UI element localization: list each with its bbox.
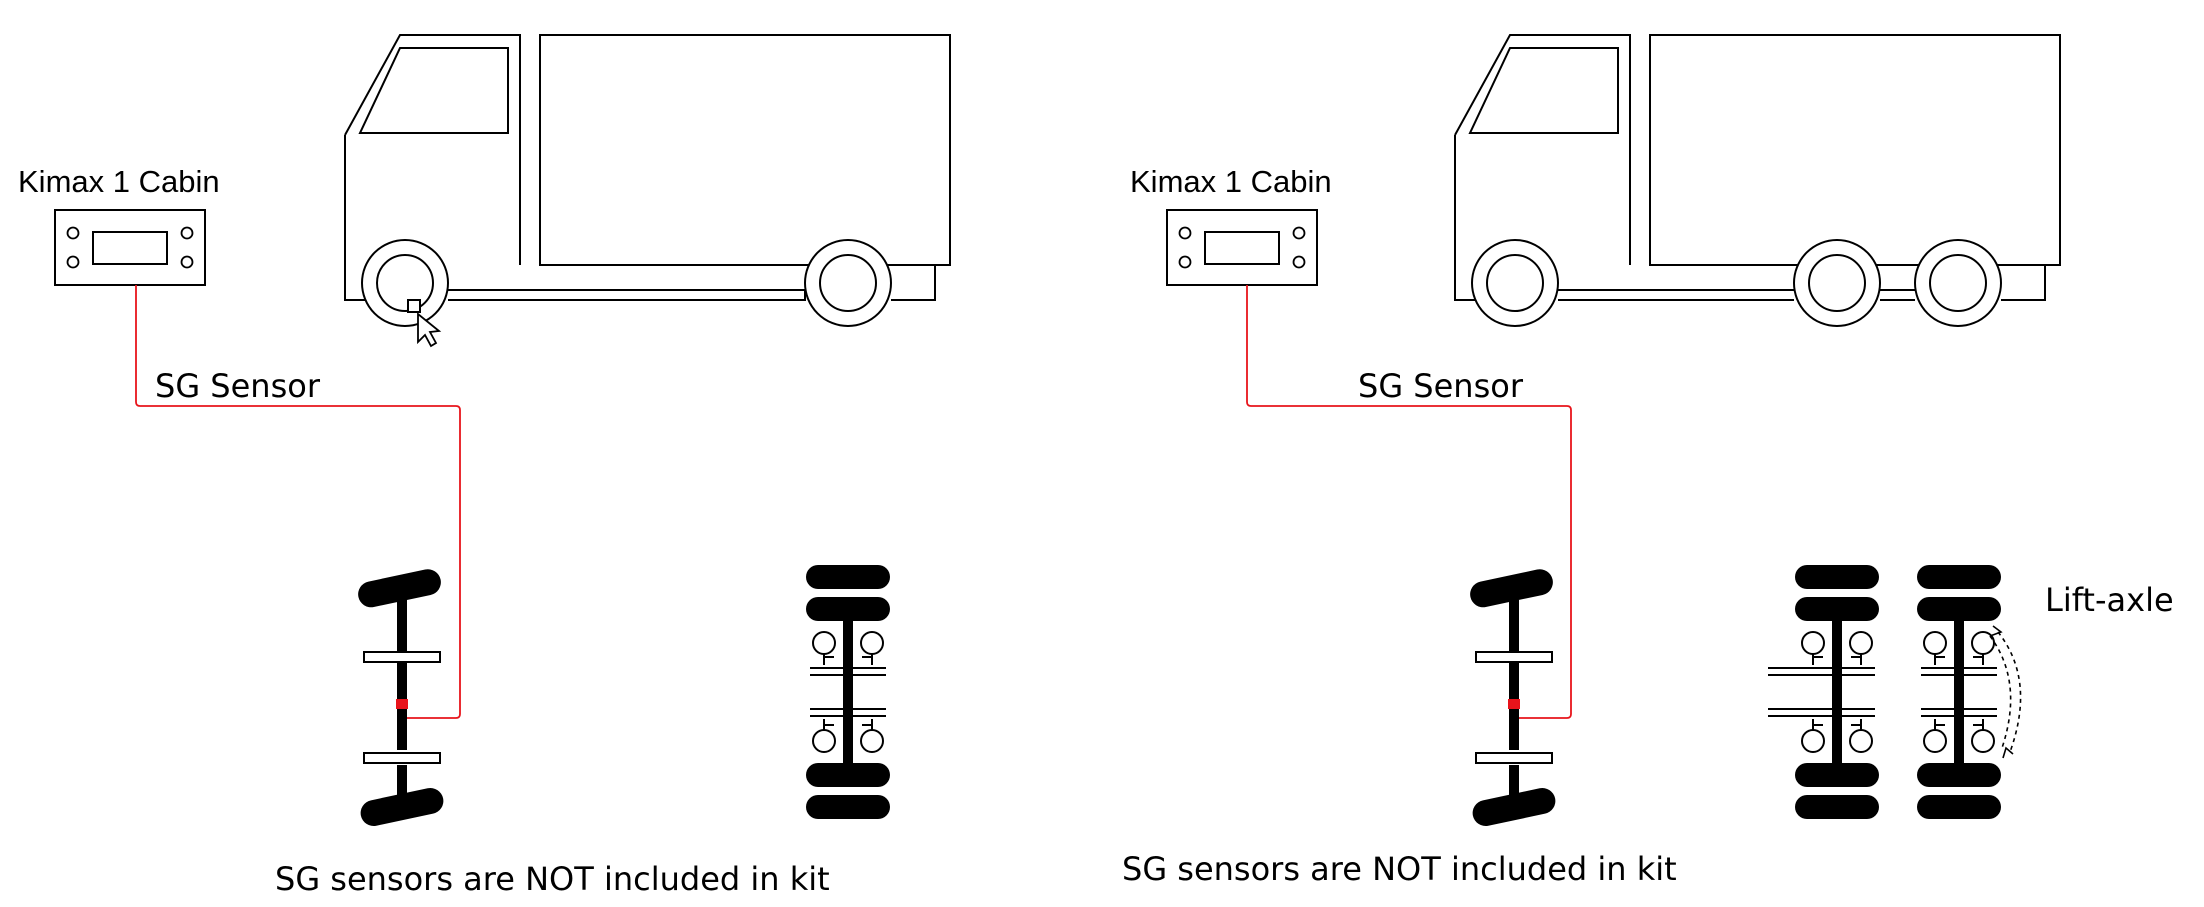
left-cabin-unit: [54, 209, 206, 286]
lift-arc-outer: [1997, 631, 2022, 753]
right-truck-outline: [1454, 34, 2061, 327]
left-drive-axle: [806, 565, 890, 819]
right-drive-axle-links: [1768, 667, 1799, 717]
right-cabin-unit: [1166, 209, 1318, 286]
right-sensor-wire: [1246, 285, 1572, 719]
left-cabin-label: Kimax 1 Cabin: [18, 164, 220, 199]
right-drive-axle: [1795, 565, 1879, 819]
left-sensor-wire: [135, 285, 461, 719]
left-truck-outline: [344, 34, 951, 327]
right-steer-axle: [1468, 567, 1558, 829]
right-lift-axle: [1917, 565, 2001, 819]
right-footnote: SG sensors are NOT included in kit: [1122, 850, 1677, 888]
left-footnote: SG sensors are NOT included in kit: [275, 860, 830, 898]
right-cabin-label: Kimax 1 Cabin: [1130, 164, 1332, 199]
lift-arc-inner: [1989, 635, 2012, 749]
cursor-arrow-icon: [407, 299, 442, 348]
left-steer-axle: [356, 567, 446, 829]
lift-arc-arrow-top: [1989, 625, 2003, 637]
right-sensor-label: SG Sensor: [1358, 367, 1524, 405]
lift-axle-label: Lift-axle: [2045, 581, 2174, 619]
left-panel: Kimax 1 Cabin SG Sensor SG sensors are N…: [18, 34, 951, 898]
lift-arc-arrow-bottom: [2002, 746, 2014, 759]
left-sensor-label: SG Sensor: [155, 367, 321, 405]
right-panel: Kimax 1 Cabin SG Sensor Lift-axle SG sen…: [1122, 34, 2174, 888]
